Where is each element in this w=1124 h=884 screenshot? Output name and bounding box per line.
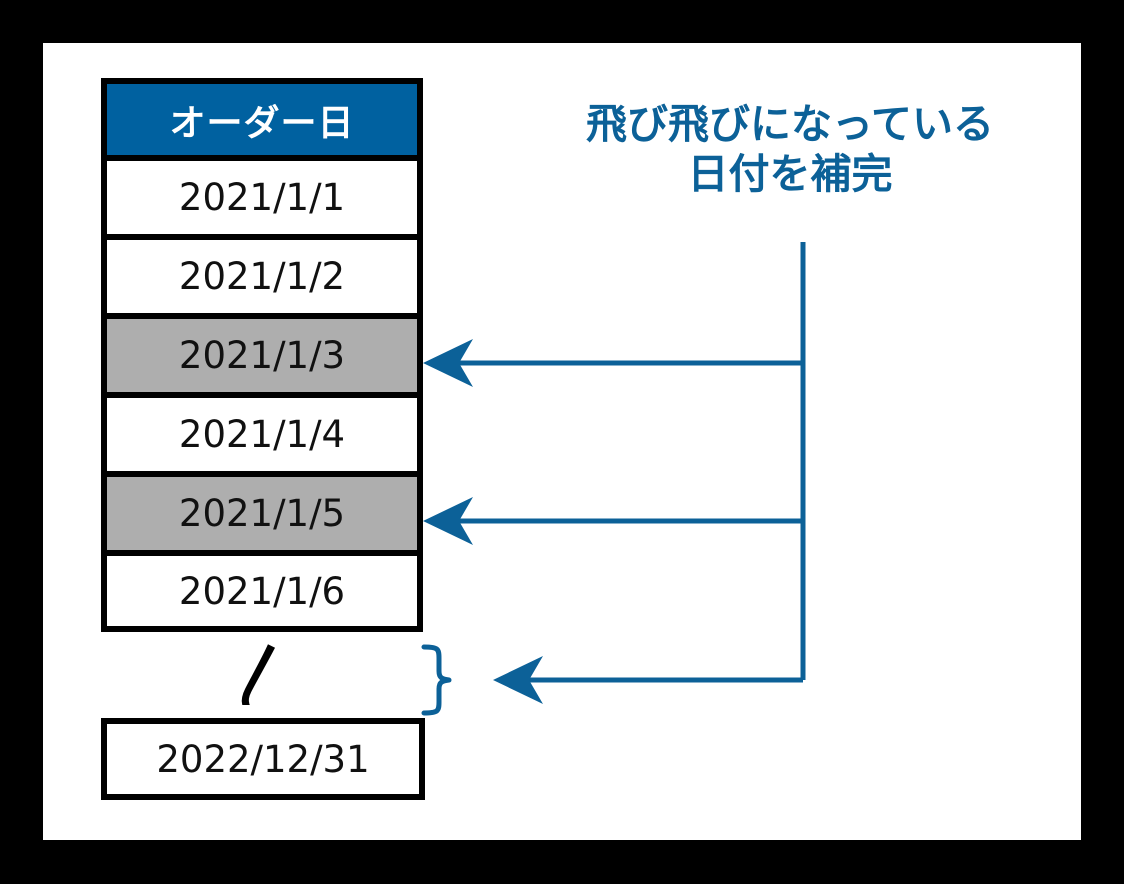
arrowhead-to-2021-1-3 bbox=[423, 339, 473, 387]
table-header-order-date: オーダー日 bbox=[101, 78, 423, 158]
break-squiggle-icon: 〳 bbox=[230, 638, 294, 712]
annotation-line-1: 飛び飛びになっている bbox=[586, 100, 994, 148]
table-row: 2021/1/6 bbox=[101, 553, 423, 632]
table-row: 2021/1/1 bbox=[101, 158, 423, 237]
table-row: 2021/1/2 bbox=[101, 237, 423, 316]
order-date-table: オーダー日 2021/1/1 2021/1/2 2021/1/3 2021/1/… bbox=[101, 78, 423, 632]
table-row-highlighted: 2021/1/5 bbox=[101, 474, 423, 553]
arrowhead-to-2021-1-5 bbox=[423, 497, 473, 545]
table-row-last: 2022/12/31 bbox=[101, 718, 425, 800]
arrowhead-to-break bbox=[493, 656, 543, 704]
break-brace-icon bbox=[421, 644, 452, 716]
annotation-line-2: 日付を補完 bbox=[687, 150, 893, 199]
table-row: 2021/1/4 bbox=[101, 395, 423, 474]
table-row-highlighted: 2021/1/3 bbox=[101, 316, 423, 395]
annotation-text: 飛び飛びになっている 日付を補完 bbox=[530, 99, 1050, 199]
diagram-canvas: オーダー日 2021/1/1 2021/1/2 2021/1/3 2021/1/… bbox=[43, 43, 1081, 840]
table-break-row: 〳 bbox=[101, 640, 423, 715]
